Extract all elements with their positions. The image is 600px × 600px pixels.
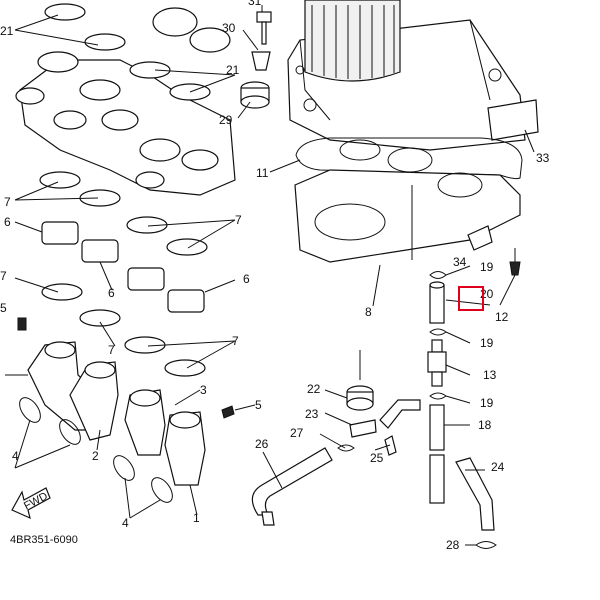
callout-19a: 19 (480, 260, 494, 274)
callout-6c: 6 (243, 272, 250, 286)
callout-6b: 6 (108, 286, 115, 300)
callout-27: 27 (290, 426, 304, 440)
callout-5b: 5 (255, 398, 262, 412)
breather-hose-assembly (251, 385, 421, 526)
drawing-code: 4BR351-6090 (10, 534, 78, 546)
screw-30 (251, 11, 272, 71)
callout-33: 33 (536, 151, 550, 165)
gasket (295, 137, 523, 180)
callout-26: 26 (255, 437, 269, 451)
callout-4a: 4 (12, 449, 19, 463)
clamps-set-7-6 (39, 171, 208, 377)
callout-19c: 19 (480, 396, 494, 410)
callout-24: 24 (491, 460, 505, 474)
callout-8: 8 (365, 305, 372, 319)
callout-7c: 7 (0, 269, 7, 283)
callout-7d: 7 (108, 343, 115, 357)
callout-21a: 21 (0, 24, 14, 38)
air-filter-element (304, 0, 401, 82)
callout-11: 11 (256, 166, 269, 180)
highlight-box (458, 286, 484, 311)
callout-19b: 19 (480, 336, 494, 350)
callout-labels: 21 21 7 6 7 7 6 6 5 7 7 3 5 4 2 4 1 31 3… (0, 0, 550, 552)
callout-13: 13 (483, 368, 497, 382)
callout-25: 25 (370, 451, 384, 465)
callout-23: 23 (305, 407, 319, 421)
callout-31: 31 (248, 0, 262, 8)
callout-28: 28 (446, 538, 460, 552)
callout-30: 30 (222, 21, 236, 35)
callout-12: 12 (495, 310, 509, 324)
callout-7a: 7 (4, 195, 11, 209)
callout-4b: 4 (122, 516, 129, 530)
leader-lines (5, 5, 535, 546)
callout-7e: 7 (232, 334, 239, 348)
callout-6a: 6 (4, 215, 11, 229)
fwd-arrow: FWD (11, 487, 51, 520)
fwd-label: FWD (22, 490, 50, 512)
callout-1: 1 (193, 511, 200, 525)
callout-18: 18 (478, 418, 492, 432)
screws-5 (17, 317, 235, 419)
intake-joints (27, 341, 206, 486)
air-filter-case-bottom (294, 139, 521, 263)
callout-3: 3 (200, 383, 207, 397)
callout-22: 22 (307, 382, 321, 396)
callout-5a: 5 (0, 301, 7, 315)
o-rings-4 (19, 397, 173, 503)
callout-34: 34 (453, 255, 467, 269)
grommet-29 (240, 81, 270, 109)
callout-29: 29 (219, 113, 233, 127)
carburetor-assembly (15, 51, 236, 196)
callout-2: 2 (92, 449, 99, 463)
callout-21b: 21 (226, 63, 240, 77)
callout-7b: 7 (235, 213, 242, 227)
